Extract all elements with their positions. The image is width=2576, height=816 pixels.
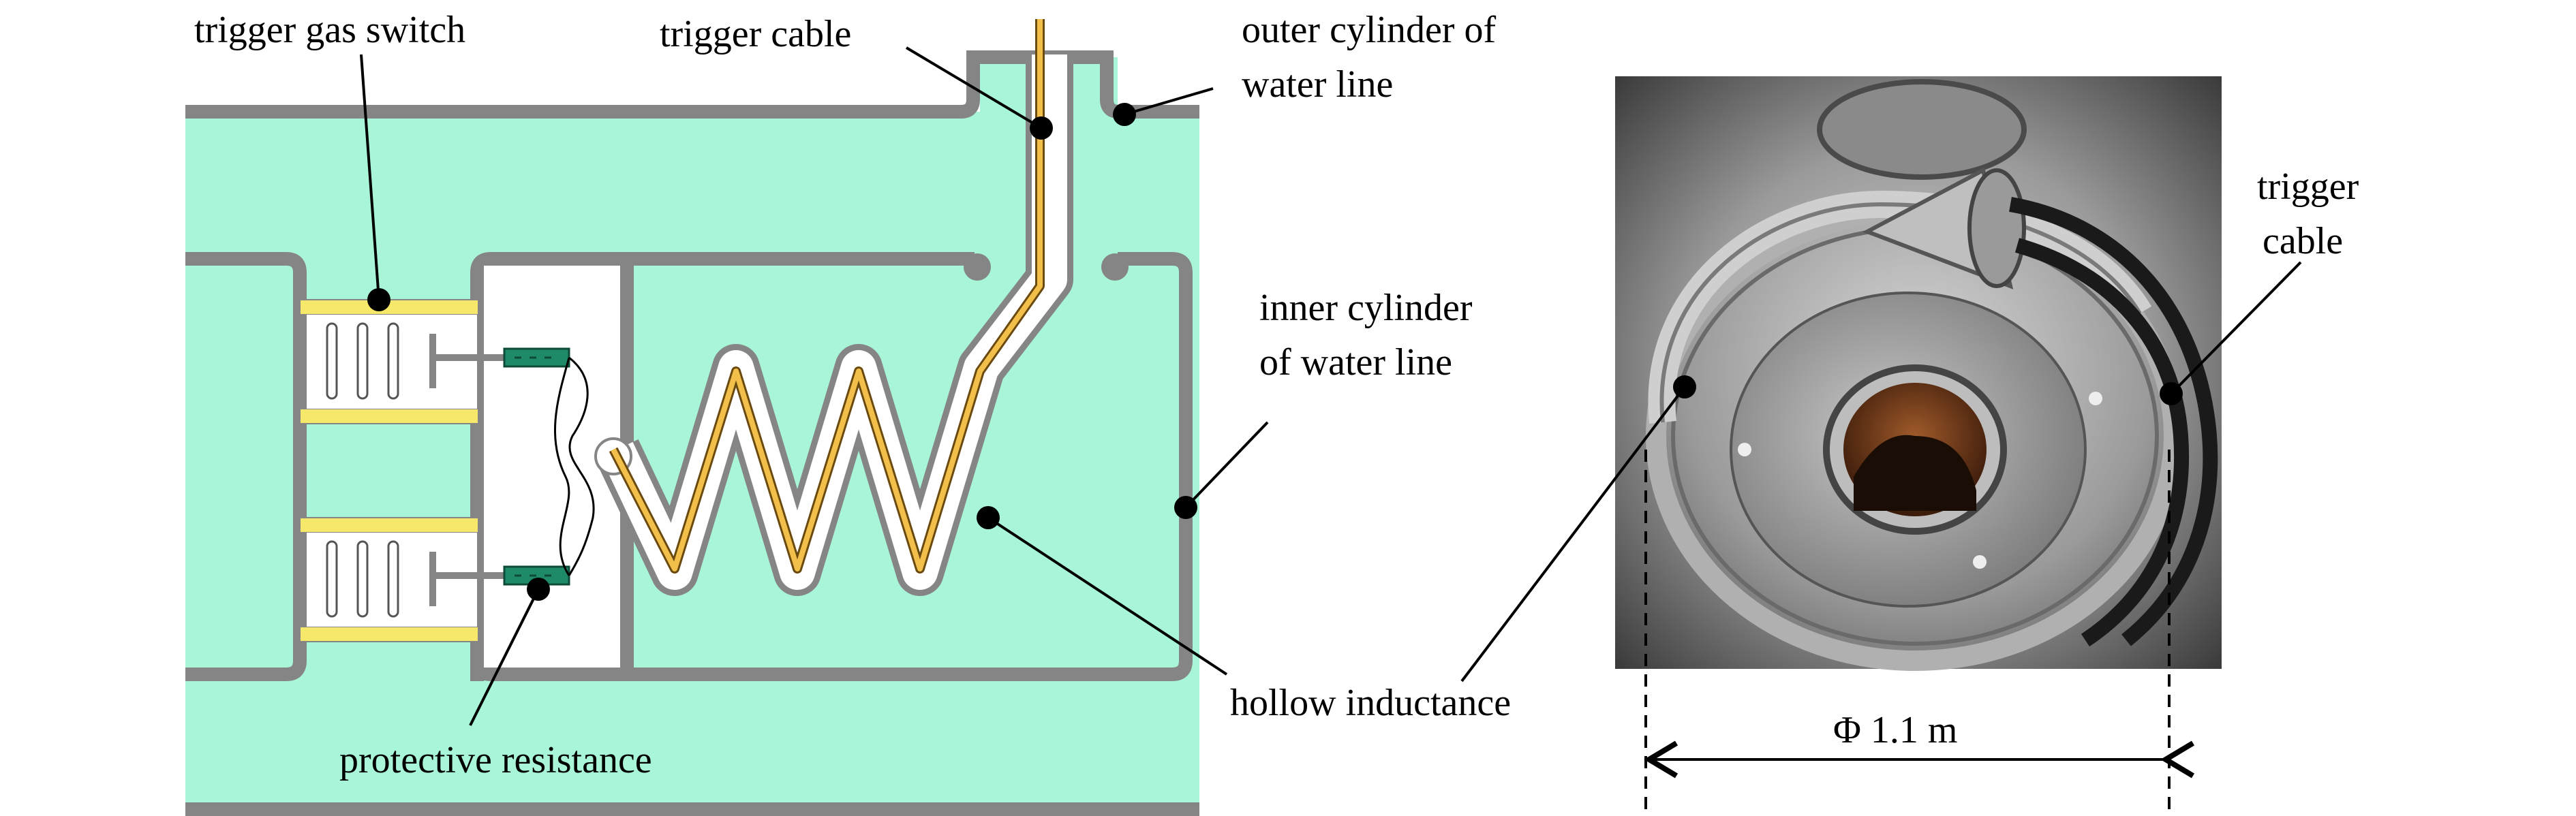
inner-wall-end-cap-right — [1101, 253, 1129, 281]
photo-top-fixture — [1817, 79, 2027, 180]
label-photo-trigger: trigger — [2257, 166, 2359, 208]
label-inner-cylinder-1: inner cylinder — [1259, 287, 1473, 329]
label-trigger-cable: trigger cable — [660, 13, 851, 55]
label-outer-cylinder-2: water line — [1242, 63, 1393, 106]
label-inner-cylinder-2: of water line — [1259, 341, 1452, 383]
photo-center-hole-shadow — [1854, 435, 1976, 511]
label-photo-cable: cable — [2263, 220, 2343, 262]
outer-cylinder-bottom-wall — [185, 802, 1199, 816]
photo-bolt-2 — [2089, 392, 2102, 405]
inner-wall-end-cap-left — [964, 253, 991, 281]
cross-section-diagram — [185, 19, 1199, 816]
right-leader-lines — [1460, 261, 2302, 682]
water-line-photo — [1615, 76, 2222, 671]
photo-black-cables — [2009, 197, 2218, 647]
trigger-gas-switch-upper — [299, 299, 484, 424]
label-trigger-gas-switch: trigger gas switch — [194, 9, 465, 51]
photo-cone-mouth — [1967, 168, 2026, 288]
photo-bolt-1 — [1738, 443, 1751, 456]
label-diameter: Φ 1.1 m — [1833, 709, 1958, 751]
resistor-lead-wires — [553, 356, 595, 576]
diameter-dimension — [1644, 450, 2195, 811]
inner-cylinder-wall — [185, 252, 1193, 681]
left-leader-lines — [360, 46, 1269, 726]
label-hollow-inductance: hollow inductance — [1230, 682, 1511, 724]
photo-coil-tube-shade — [1659, 202, 2142, 423]
photo-bolt-3 — [1973, 555, 1987, 569]
label-protective-resistance: protective resistance — [339, 739, 652, 781]
right-leader-dots — [1673, 375, 2183, 405]
trigger-gas-switch-lower — [299, 517, 484, 642]
left-leader-dots — [367, 103, 1197, 601]
label-outer-cylinder-1: outer cylinder of — [1242, 9, 1497, 51]
trigger-cable-core — [611, 19, 1043, 571]
